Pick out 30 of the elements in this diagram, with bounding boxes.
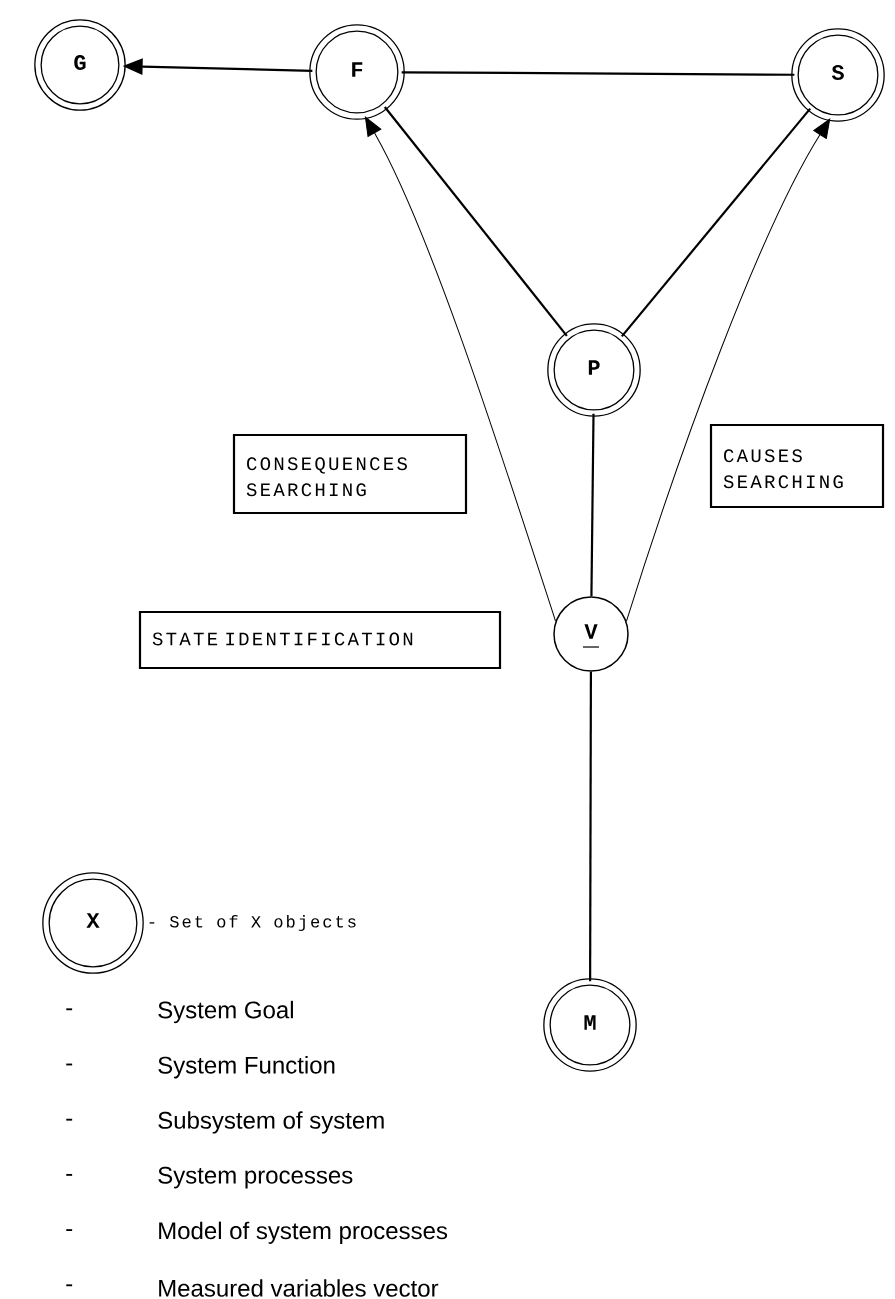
connector-line	[620, 107, 812, 338]
legend-text: System Goal	[158, 1000, 293, 1024]
list-dash: -	[66, 1008, 73, 1011]
legend-text: Measured variables vector	[159, 1279, 439, 1297]
beside-text: - Set of X objects	[149, 915, 356, 931]
list-dash: -	[66, 1173, 73, 1176]
connector-line	[383, 106, 568, 337]
double-circle-node: M	[543, 978, 637, 1072]
double-circle-node: S	[791, 28, 885, 122]
arrow	[626, 118, 831, 622]
list-dash: -	[66, 1063, 73, 1066]
connector-line	[401, 71, 795, 76]
text-box: CAUSES SEARCHING	[709, 423, 885, 509]
legend-text: Subsystem of system	[158, 1111, 384, 1134]
arrow	[364, 116, 557, 622]
double-circle-node: P	[547, 323, 641, 417]
legend-text: Model of system processes	[159, 1221, 448, 1244]
double-circle-node: G	[34, 19, 126, 111]
double-circle-node: F	[309, 24, 405, 120]
double-circle-node: X	[42, 872, 144, 974]
list-dash: -	[66, 1229, 73, 1232]
text-box: STATE IDENTIFICATION	[138, 610, 502, 670]
legend-text: System processes	[158, 1166, 353, 1189]
legend-text: System Function	[158, 1056, 335, 1079]
list-dash: -	[66, 1118, 73, 1121]
list-dash: -	[66, 1284, 73, 1287]
connector-line	[590, 413, 595, 597]
connector-line	[589, 671, 592, 982]
circle-node: V	[553, 596, 629, 672]
text-box: CONSEQUENCES SEARCHING	[232, 433, 468, 515]
